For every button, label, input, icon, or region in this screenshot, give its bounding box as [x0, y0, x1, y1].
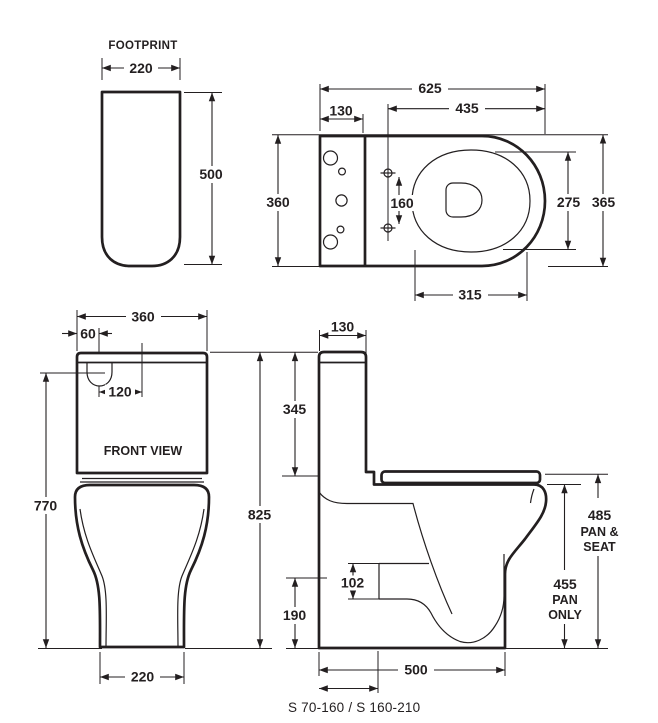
- dim-top-overall-depth: 625: [418, 80, 442, 96]
- dim-footprint-depth: 500: [199, 166, 223, 182]
- dim-side-cistern-height: 345: [283, 401, 307, 417]
- dim-front-overall-height: 825: [248, 507, 272, 523]
- trap-section-line: [378, 554, 505, 644]
- dim-top-seat-cutout-width: 275: [557, 194, 581, 210]
- dim-side-inlet-height: 190: [283, 607, 307, 623]
- bowl-section-line: [318, 491, 453, 615]
- label-trap-setout: S 70-160 / S 160-210: [288, 700, 420, 715]
- footprint-view: FOOTPRINT 220 500: [100, 40, 226, 268]
- label-pan-seat-line1: PAN &: [581, 525, 619, 539]
- dim-front-base-width: 220: [131, 669, 155, 685]
- dim-top-seat-cutout-depth: 315: [458, 287, 482, 303]
- dim-side-cistern-depth: 130: [331, 319, 355, 335]
- dim-side-outlet-height: 102: [341, 575, 365, 591]
- dim-top-bowl-depth: 435: [455, 100, 479, 116]
- label-pan-seat-line2: SEAT: [583, 540, 616, 554]
- footprint-title: FOOTPRINT: [108, 40, 177, 52]
- dim-front-cistern-width: 360: [131, 309, 155, 325]
- dim-footprint-width: 220: [129, 60, 153, 76]
- dim-front-button-height: 770: [34, 498, 58, 514]
- side-seat: [380, 470, 542, 485]
- front-pan-inner-contour-left: [79, 508, 107, 648]
- top-view-outline: [318, 134, 547, 268]
- label-pan-only-line2: ONLY: [548, 608, 582, 622]
- label-pan-only-line1: PAN: [552, 593, 577, 607]
- cistern-holes: [322, 150, 348, 250]
- fixing-holes: [380, 104, 396, 241]
- front-pan-outline: [73, 483, 211, 649]
- front-view-title: FRONT VIEW: [104, 444, 183, 458]
- dim-top-cistern-width: 360: [266, 194, 290, 210]
- dim-top-overall-width: 365: [592, 194, 616, 210]
- footprint-shape: [100, 90, 182, 268]
- dim-side-pan-only-height: 455: [553, 576, 577, 592]
- front-pan-inner-contour-right: [177, 508, 205, 648]
- trap-outline: [445, 182, 483, 218]
- side-view: 130 345 102 190 500 485 PAN & SEAT 455 P…: [280, 319, 619, 715]
- front-cistern: [75, 351, 209, 475]
- top-view: 625 435 130 360 160 275 365 315: [263, 80, 619, 303]
- side-body-outline: [317, 350, 548, 650]
- dim-front-button-to-centre: 120: [108, 384, 132, 400]
- dim-front-button-offset: 60: [80, 326, 96, 342]
- seat-ring: [411, 149, 531, 253]
- front-view: FRONT VIEW 360 60 120 770 825 220: [31, 309, 318, 685]
- rim-detail-line: [529, 488, 535, 504]
- dim-top-fixing-centres: 160: [390, 195, 414, 211]
- dim-top-cistern-depth: 130: [329, 103, 353, 119]
- dim-side-pan-seat-height: 485: [588, 507, 612, 523]
- dim-side-base-depth: 500: [404, 662, 428, 678]
